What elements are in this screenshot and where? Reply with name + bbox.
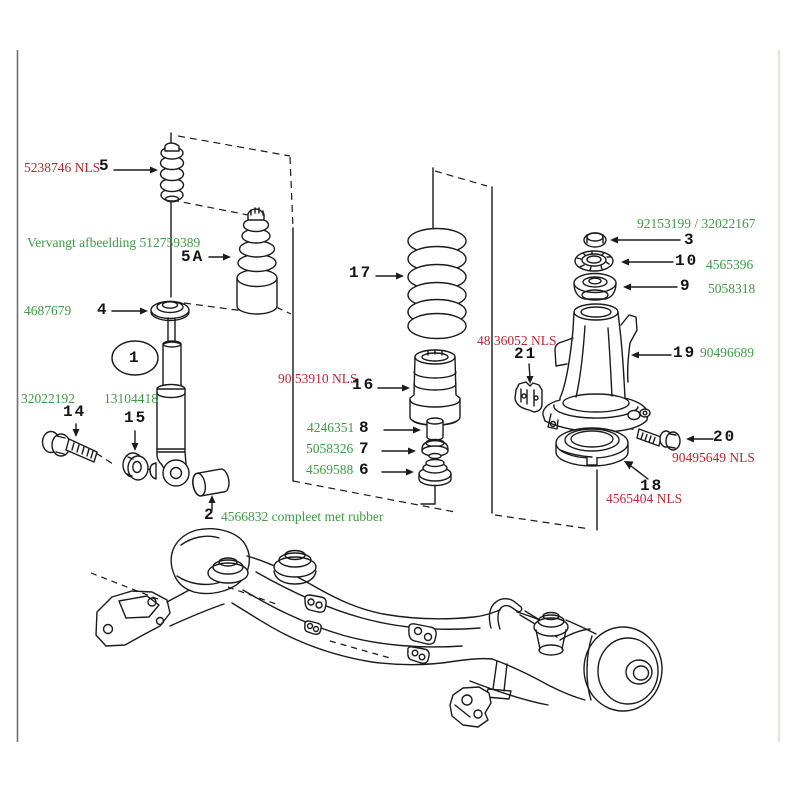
bump-stop-5a-drawing [237,208,277,314]
part-number-10: 4565396 [706,257,754,272]
callout-20: 20 [713,428,737,446]
nut-3-drawing [584,233,606,247]
callout-5a: 5A [181,248,205,266]
callout-8: 8 [359,419,371,437]
callout-18: 18 [640,477,664,495]
bolt-20-drawing [637,429,680,450]
part-number-19: 90496689 [700,345,754,360]
frame-borders [18,50,780,742]
part-number-7: 5058326 [306,441,354,456]
part-number-6: 4569588 [306,462,354,477]
callout-21: 21 [514,345,538,363]
callout-6: 6 [359,461,371,479]
part-number-4: 4687679 [24,303,72,318]
coil-spring-17-drawing [408,229,466,339]
part-number-14: 32022192 [21,391,75,406]
part-number-2: 4566832 compleet met rubber [221,509,384,524]
replacement-note: Vervangt afbeelding 512759389 [27,235,201,250]
part-number-15: 13104418 [104,391,158,406]
mount-9-drawing [574,274,616,301]
part-number-9: 5058318 [708,281,756,296]
callout-10: 10 [675,252,699,270]
part-number-8: 4246351 [307,420,355,435]
part-number-18: 4565404 NLS [606,491,683,506]
callout-7: 7 [359,440,371,458]
part-number-16: 90 53910 NLS [278,371,358,386]
part-number-21: 48 36052 NLS [477,333,557,348]
callout-4: 4 [97,301,109,319]
callout-15: 15 [124,409,148,427]
bearing-10-drawing [575,251,613,271]
callout-2: 2 [204,506,216,524]
bracket-21-drawing [515,382,542,412]
part-number-3: 92153199 / 32022167 [637,216,756,231]
leader-lines [72,166,714,511]
callout-3: 3 [684,231,696,249]
callout-17: 17 [349,264,373,282]
bushing-7-drawing [422,440,448,459]
bushing-2-drawing [191,468,230,497]
spring-seat-18-drawing [556,428,628,466]
washer-15-drawing [123,453,148,480]
callout-1: 1 [129,349,141,367]
bump-stop-5-drawing [161,143,184,202]
callout-19: 19 [673,344,697,362]
mount-6-drawing [419,460,451,486]
bolt-14-drawing [43,432,98,463]
callout-1-ellipse [112,341,158,375]
shock-absorber-1-drawing [112,318,189,486]
spring-seat-4-drawing [151,302,189,321]
axle-beam-drawing [91,529,662,727]
callout-9: 9 [680,277,692,295]
group-boxes [96,133,636,530]
boot-16-drawing [410,350,460,425]
part-number-20: 90495649 NLS [672,450,755,465]
callout-14: 14 [63,403,87,421]
callout-5: 5 [99,157,111,175]
callout-16: 16 [352,376,376,394]
spacer-8-drawing [427,418,443,440]
strut-housing-19-drawing [543,304,650,432]
part-number-5: 5238746 NLS [24,160,101,175]
